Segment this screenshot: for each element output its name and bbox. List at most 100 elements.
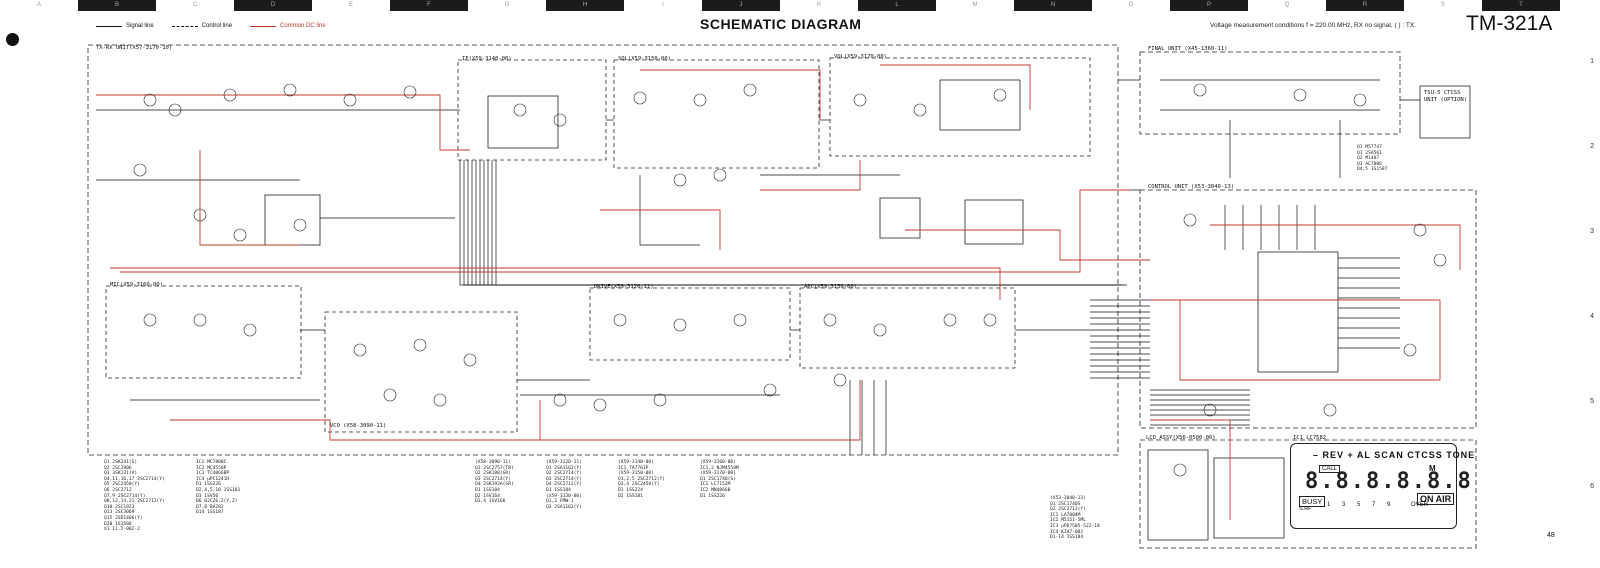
wire	[471, 160, 1109, 286]
binder-hole-icon	[6, 33, 19, 46]
lcd-call-indicator: CALL	[1319, 465, 1341, 473]
transistor-symbol	[713, 168, 727, 182]
transistor-symbol	[553, 113, 567, 127]
unit-label-lcd-ic: IC1 LC7582	[1293, 435, 1327, 441]
row-label: 6	[1590, 483, 1594, 490]
lcd-memory-indicator: M	[1429, 464, 1436, 473]
part-entry: (X59-3150-00)	[618, 471, 654, 477]
part-entry: Q1 2SC1740S	[1050, 501, 1081, 507]
part-entry: D3 1SV50	[196, 493, 219, 499]
wire	[463, 160, 1103, 286]
part-entry: IC1 LC7152M	[700, 482, 731, 488]
transistor-symbol	[343, 93, 357, 107]
transistor-symbol	[1193, 83, 1207, 97]
part-entry: Q3 2SC2714(Y)	[475, 476, 511, 482]
transistor-symbol	[233, 228, 247, 242]
transistor-symbol	[763, 383, 777, 397]
part-entry: IC1 TA7761P	[618, 465, 649, 471]
part-entry: IC1 LA7004M	[1050, 512, 1081, 518]
column-label: J	[702, 0, 780, 11]
transistor-symbol	[823, 313, 837, 327]
unit-label-drive: DRIVE(X59-3120-11)	[594, 284, 654, 290]
transistor-symbol	[1323, 403, 1337, 417]
unit-label-apc: APC(X59-3130-00)	[804, 284, 857, 290]
unit-label-vco: VCO (X58-3090-11)	[330, 423, 387, 429]
transistor-symbol	[1173, 463, 1187, 477]
control-line-swatch	[171, 25, 198, 27]
transistor-symbol	[1353, 93, 1367, 107]
transistor-symbol	[613, 313, 627, 327]
part-entry: Q2 2SK108(GR)	[475, 471, 511, 477]
transistor-symbol	[383, 388, 397, 402]
part-entry: D4,5 1S1587	[1357, 167, 1388, 173]
signal-line-swatch	[96, 25, 122, 27]
transistor-symbol	[913, 103, 927, 117]
part-entry: IC3 TC4066BP	[196, 471, 230, 477]
transistor-symbol	[133, 163, 147, 177]
part-entry: (X59-3170-00)	[700, 471, 736, 477]
column-label: L	[858, 0, 936, 11]
part-entry: (X59-3160-00)	[700, 460, 736, 465]
part-entry: IC2 M5151-5ML	[1050, 518, 1086, 524]
transistor-symbol	[193, 313, 207, 327]
part-entry: D6 02CZ6.2(Y,Z)	[196, 499, 238, 505]
transistor-symbol	[1433, 253, 1447, 267]
transistor-symbol	[993, 88, 1007, 102]
lcd-display-panel: – REV + AL SCAN CTCSS TONE CALL M 8.8.8.…	[1290, 443, 1474, 529]
lcd-meter-scale: 1 3 5 7 9	[1327, 502, 1396, 508]
lcd-on-air-indicator: ON AIR	[1417, 493, 1455, 505]
part-entry: D2 1SV164	[475, 493, 500, 499]
parts-table-drive-apc: (X59-3120-11)Q1 2SA1162(Y)Q2 2SC2714(Y)Q…	[546, 460, 582, 510]
part-entry: Q3,4 2SC2458(Y)	[618, 482, 660, 488]
transistor-symbol	[553, 393, 567, 407]
column-label: H	[546, 0, 624, 11]
row-label: 2	[1590, 143, 1594, 150]
part-entry: X1 11.2-002-2	[104, 527, 140, 533]
part-entry: D1 1SS224	[618, 487, 643, 493]
part-entry: Q1 2SC1740(S)	[700, 476, 736, 482]
part-entry: Q13 2SC3069	[104, 510, 135, 516]
unit-label-control: CONTROL UNIT (X53-3040-13)	[1148, 184, 1235, 190]
part-entry: Q2 2SC2712(Y)	[1050, 507, 1086, 513]
part-entry: Q6 2SC2712	[104, 487, 132, 493]
part-entry: Q5 2SC2458(Y)	[104, 482, 140, 488]
wire	[639, 175, 700, 246]
wire	[487, 160, 1121, 286]
transistor-symbol	[143, 313, 157, 327]
transistor-symbol	[513, 103, 527, 117]
row-label: 3	[1590, 228, 1594, 235]
part-entry: Q1 M57747	[1357, 145, 1382, 150]
part-entry: Q2 M1407	[1357, 156, 1380, 162]
part-entry: D2 1SS181	[618, 493, 643, 499]
part-entry: Q1 2SA561	[1357, 150, 1382, 156]
part-entry: D1-14 1SS184	[1050, 535, 1084, 541]
column-label: K	[816, 2, 821, 8]
part-entry: D1 1SS226	[700, 493, 725, 499]
part-entry: Q4 2SC2712(Y)	[546, 482, 582, 488]
parts-table-if-sql: (X59-3140-00)IC1 TA7761P(X59-3150-00)Q1,…	[618, 460, 665, 499]
part-entry: (X59-3140-00)	[618, 460, 654, 465]
column-label: P	[1170, 0, 1248, 11]
model-number: TM-321A	[1466, 12, 1553, 35]
part-entry: Q1 2SA1162(Y)	[546, 465, 582, 471]
signal-line-label: Signal line	[126, 23, 154, 29]
transistor-symbol	[168, 103, 182, 117]
column-label: E	[348, 2, 353, 8]
part-entry: Q7,9 2SC2714(Y)	[104, 493, 146, 499]
part-entry: Q4,11,16,17 2SC2714(Y)	[104, 476, 165, 482]
transistor-symbol	[733, 313, 747, 327]
transistor-symbol	[1413, 223, 1427, 237]
column-label: R	[1326, 0, 1404, 11]
part-entry: IC4 KIA7-001	[1050, 529, 1084, 535]
part-entry: IC1,2 NJM4558M	[700, 465, 739, 471]
part-entry: D20 1S1588	[104, 521, 132, 527]
unit-label-sql: SQL(X59-3150-00)	[618, 56, 671, 62]
lcd-mode-indicators: – REV + AL SCAN CTCSS TONE	[1313, 450, 1476, 460]
column-label: T	[1482, 0, 1560, 11]
